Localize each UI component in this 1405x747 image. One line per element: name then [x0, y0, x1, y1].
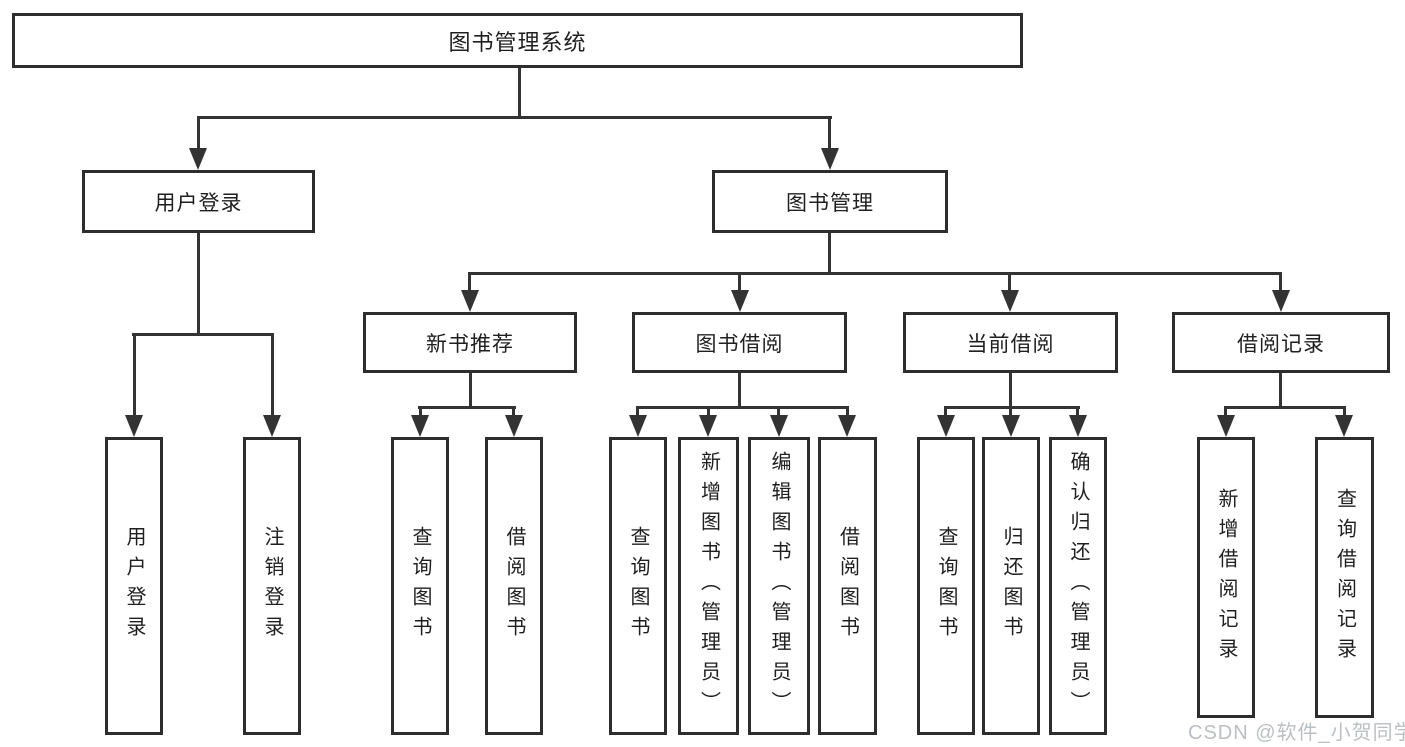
leaf-query-books-current-label: 查询图书 [935, 526, 957, 646]
connector-g0-rail [418, 406, 516, 409]
leaf-borrow-books-recommend-label: 借阅图书 [503, 526, 525, 646]
connector-arm-current [1008, 275, 1011, 290]
arrow-down-icon [770, 415, 788, 437]
connector-g1-arm-3 [846, 409, 849, 417]
leaf-confirm-return-admin-label: 确认归还（管理员） [1067, 451, 1089, 721]
arrow-down-icon [125, 415, 143, 437]
arrow-down-icon [838, 415, 856, 437]
arrow-down-icon [699, 415, 717, 437]
leaf-query-books-current: 查询图书 [917, 437, 975, 735]
connector-g1-arm-1 [707, 409, 710, 417]
leaf-query-borrow-record: 查询借阅记录 [1315, 437, 1374, 718]
connector-g2-arm-0 [944, 409, 947, 417]
arrow-down-icon [263, 415, 281, 437]
leaf-add-borrow-record: 新增借阅记录 [1197, 437, 1255, 718]
leaf-query-books-borrowing-label: 查询图书 [627, 526, 649, 646]
node-book-borrowing: 图书借阅 [632, 312, 847, 373]
leaf-add-books-admin-label: 新增图书（管理员） [697, 451, 720, 721]
connector-g3-rail [1224, 406, 1346, 409]
leaf-add-books-admin: 新增图书（管理员） [678, 437, 739, 735]
connector-arm-borrowing [738, 275, 741, 290]
leaf-user-login: 用户登录 [105, 437, 163, 735]
arrow-down-icon [731, 290, 749, 312]
node-borrow-records: 借阅记录 [1172, 312, 1390, 373]
connector-g0-arm-1 [512, 409, 515, 417]
leaf-query-books-recommend: 查询图书 [391, 437, 449, 735]
node-borrow-records-label: 借阅记录 [1237, 332, 1325, 356]
arrow-down-icon [411, 415, 429, 437]
arrow-down-icon [821, 148, 839, 170]
node-current-borrowing: 当前借阅 [903, 312, 1118, 373]
connector-arm-user [197, 116, 200, 150]
connector-book-stem [828, 233, 831, 272]
arrow-down-icon [505, 415, 523, 437]
leaf-user-login-label: 用户登录 [123, 526, 145, 646]
node-user-login-label: 用户登录 [154, 191, 243, 215]
connector-arm-records [1279, 275, 1282, 290]
connector-g0-arm-0 [419, 409, 422, 417]
connector-g0-stem [469, 373, 472, 406]
leaf-query-books-borrowing: 查询图书 [609, 437, 667, 735]
arrow-down-icon [461, 290, 479, 312]
arrow-down-icon [189, 148, 207, 170]
leaf-return-books-label: 归还图书 [1000, 526, 1022, 646]
arrow-down-icon [937, 415, 955, 437]
leaf-return-books: 归还图书 [982, 437, 1040, 735]
node-book-borrowing-label: 图书借阅 [695, 332, 784, 356]
leaf-add-borrow-record-label: 新增借阅记录 [1215, 487, 1237, 668]
connector-arm-book [828, 116, 831, 150]
arrow-down-icon [1217, 415, 1235, 437]
watermark: CSDN @软件_小贺同学 [1188, 722, 1405, 744]
leaf-borrow-books-recommend: 借阅图书 [485, 437, 543, 735]
leaf-query-borrow-record-label: 查询借阅记录 [1333, 487, 1356, 668]
leaf-query-books-recommend-label: 查询图书 [409, 526, 431, 646]
arrow-down-icon [1002, 415, 1020, 437]
connector-arm-leaf-user-login [133, 333, 136, 415]
connector-user-stem [197, 233, 200, 333]
leaf-borrow-books-borrowing-label: 借阅图书 [836, 526, 859, 646]
node-book-management: 图书管理 [712, 170, 948, 233]
connector-g2-arm-1 [1009, 409, 1012, 417]
connector-root-stem [518, 68, 521, 116]
node-new-book-recommend-label: 新书推荐 [426, 332, 514, 356]
leaf-logout-login-label: 注销登录 [261, 526, 283, 646]
node-user-login: 用户登录 [82, 170, 315, 233]
node-new-book-recommend: 新书推荐 [363, 312, 577, 373]
connector-g3-arm-1 [1343, 409, 1346, 417]
connector-g3-stem [1279, 373, 1282, 406]
node-current-borrowing-label: 当前借阅 [966, 332, 1055, 356]
leaf-edit-books-admin: 编辑图书（管理员） [748, 437, 810, 735]
connector-user-rail [132, 333, 274, 336]
connector-root-rail [197, 116, 832, 119]
connector-arm-leaf-logout [271, 333, 274, 415]
leaf-borrow-books-borrowing: 借阅图书 [818, 437, 877, 735]
arrow-down-icon [1069, 415, 1087, 437]
node-book-management-label: 图书管理 [786, 191, 874, 215]
connector-g2-rail [944, 406, 1080, 409]
arrow-down-icon [1272, 290, 1290, 312]
connector-g1-arm-2 [777, 409, 780, 417]
arrow-down-icon [1335, 415, 1353, 437]
connector-g3-arm-0 [1224, 409, 1227, 417]
connector-arm-new-book [468, 275, 471, 290]
leaf-confirm-return-admin: 确认归还（管理员） [1049, 437, 1107, 735]
leaf-edit-books-admin-label: 编辑图书（管理员） [768, 451, 790, 721]
connector-book-rail [468, 272, 1282, 275]
connector-g1-rail [636, 406, 849, 409]
leaf-logout-login: 注销登录 [243, 437, 301, 735]
arrow-down-icon [629, 415, 647, 437]
connector-g2-arm-2 [1076, 409, 1079, 417]
connector-g2-stem [1009, 373, 1012, 406]
arrow-down-icon [1001, 290, 1019, 312]
connector-g1-stem [738, 373, 741, 406]
node-root-label: 图书管理系统 [448, 29, 587, 55]
node-root-system: 图书管理系统 [12, 13, 1023, 68]
connector-g1-arm-0 [636, 409, 639, 417]
